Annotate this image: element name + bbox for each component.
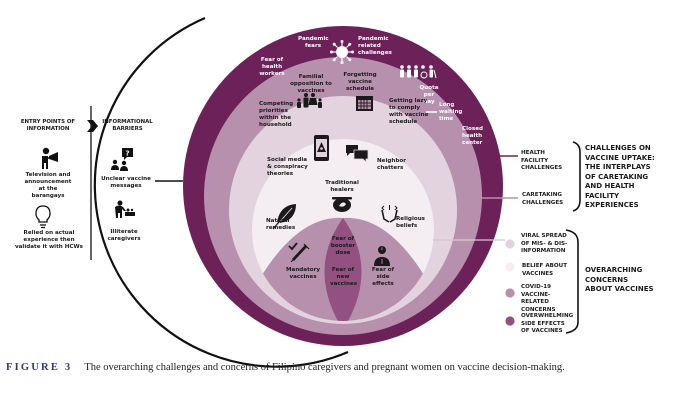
ct-familial-opposition: Familial opposition to vaccines — [290, 74, 332, 94]
chevron-right-icon — [87, 120, 98, 132]
legend-dot-side-effects — [505, 316, 515, 326]
caregiver-baby-icon — [115, 200, 135, 218]
legend-dot-belief — [505, 262, 515, 272]
figure-caption-text: The overarching challenges and concerns … — [84, 362, 565, 373]
legend-dot-misinformation — [505, 239, 515, 249]
barrier-item-illiterate: Illiterate caregivers — [107, 229, 141, 242]
figure-label: FIGURE 3 — [6, 362, 73, 373]
hf-pandemic-challenges: Pandemic related challenges — [358, 36, 392, 56]
family-icon — [297, 93, 322, 108]
legend-side-effects: OVERWHELMING SIDE EFFECTS OF VACCINES — [521, 313, 574, 334]
cv-mandatory-vaccines: Mandatory vaccines — [285, 267, 321, 280]
chat-bubbles-icon — [346, 145, 369, 163]
religious-hands-icon — [381, 205, 398, 223]
legend-belief: BELIEF ABOUT VACCINES — [522, 263, 568, 277]
mi-neighbor-chatters: Neighbor chatters — [377, 158, 406, 171]
ct-forgetting-schedule: Forgetting vaccine schedule — [343, 72, 377, 92]
outer-bracket-arc — [93, 16, 349, 368]
queue-people-icon — [400, 65, 437, 79]
hf-quota-per-day: Quota per day — [419, 85, 439, 105]
question-people-icon: ? — [111, 148, 133, 171]
virus-icon — [330, 40, 354, 64]
figure-caption: FIGURE 3 The overarching challenges and c… — [6, 362, 565, 373]
challenges-title: CHALLENGES ON VACCINE UPTAKE: THE INTERP… — [585, 144, 655, 209]
cv-fear-booster: Fear of booster dose — [330, 236, 356, 256]
hf-fear-health-workers: Fear of health workers — [259, 57, 285, 77]
svg-text:?: ? — [125, 150, 129, 158]
be-natural-remedies: Natural remedies — [266, 218, 296, 231]
caretaking-challenges-label: CARETAKING CHALLENGES — [522, 192, 564, 206]
leaf-icon — [272, 204, 296, 230]
hf-closed-center: Closed health center — [462, 126, 483, 146]
legend-covid: COVID-19 VACCINE-RELATED CONCERNS — [521, 284, 556, 313]
hf-pandemic-fears: Pandemic fears — [298, 36, 329, 49]
cauldron-icon — [332, 197, 352, 212]
ct-competing-priorities: Competing priorities within the househol… — [259, 101, 294, 128]
entry-item-television: Television and announcement at the baran… — [24, 172, 72, 199]
entry-item-experience: Relied on actual experience then validat… — [15, 230, 83, 250]
social-media-phone-icon — [314, 135, 329, 161]
informational-barriers-header: INFORMATIONAL BARRIERS — [102, 119, 153, 132]
syringe-check-icon — [288, 242, 310, 263]
hf-long-waiting: Long waiting time — [439, 102, 463, 122]
be-traditional-healers: Traditional healers — [325, 180, 359, 193]
side-effect-person-icon — [374, 246, 390, 266]
lightbulb-icon — [35, 205, 51, 229]
health-facility-challenges-label: HEALTH FACILITY CHALLENGES — [521, 150, 563, 171]
legend-misinformation: VIRAL SPREAD OF MIS- & DIS-INFORMATION — [521, 233, 568, 254]
concerns-title: OVERARCHING CONCERNS ABOUT VACCINES — [585, 266, 654, 293]
bracket-concerns — [565, 229, 579, 334]
megaphone-person-icon — [42, 147, 58, 169]
cv-fear-new-vaccines: Fear of new vaccines — [330, 267, 358, 287]
cv-fear-side-effects: Fear of side effects — [371, 267, 395, 287]
ct-getting-lazy: Getting lazy to comply with vaccine sche… — [389, 98, 429, 125]
mi-social-media: Social media & conspiracy theories — [267, 157, 308, 177]
entry-points-header: ENTRY POINTS OF INFORMATION — [20, 119, 76, 132]
legend-dot-covid — [505, 288, 515, 298]
side-effects-lens — [324, 218, 362, 321]
be-religious-beliefs: Religious beliefs — [396, 216, 426, 229]
calendar-icon — [356, 96, 373, 111]
bracket-challenges — [572, 141, 581, 212]
barrier-item-unclear: Unclear vaccine messages — [101, 176, 151, 189]
